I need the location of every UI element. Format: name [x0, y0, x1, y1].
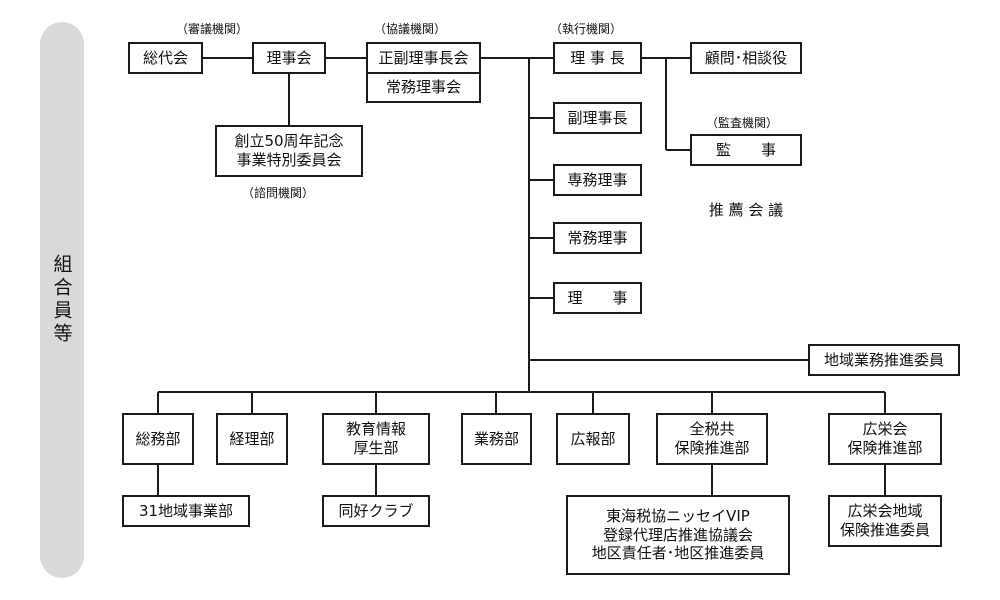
note-audit: （監査機関） [706, 116, 779, 130]
tokai-agency-council-box: 東海税協ニッセイVIP 登録代理店推進協議会 地区責任者･地区推進委員 [566, 495, 790, 575]
note-consultative: （協議機関） [374, 22, 447, 36]
auditor-box: 監 事 [690, 134, 802, 166]
note-executive: （執行機関） [550, 22, 623, 36]
koeikai-insurance-dept-box: 広栄会 保険推進部 [828, 413, 942, 465]
general-representatives-box: 総代会 [128, 42, 203, 74]
members-label: 組合員等 [50, 254, 73, 346]
education-welfare-dept-box: 教育情報 厚生部 [322, 413, 430, 465]
operations-dept-box: 業務部 [461, 413, 532, 465]
regional-offices-box: 31地域事業部 [122, 495, 250, 527]
executive-board-meeting-box: 常務理事会 [366, 72, 481, 103]
chair-vice-chair-meeting-box: 正副理事長会 [366, 42, 481, 74]
chairman-box: 理 事 長 [553, 42, 642, 74]
public-relations-dept-box: 広報部 [556, 413, 630, 465]
anniversary-committee-box: 創立50周年記念 事業特別委員会 [215, 125, 363, 177]
nomination-meeting-label: 推 薦 会 議 [690, 194, 802, 226]
note-advisory: （諮問機関） [242, 186, 315, 200]
regional-promotion-committee-box: 地域業務推進委員 [808, 344, 960, 376]
hobby-club-box: 同好クラブ [322, 495, 430, 527]
vice-chairman-box: 副理事長 [553, 102, 642, 134]
board-of-directors-box: 理事会 [252, 42, 326, 74]
koeikai-regional-promoter-box: 広栄会地域 保険推進委員 [828, 495, 942, 547]
members-sidebar: 組合員等 [40, 22, 84, 578]
accounting-dept-box: 経理部 [216, 413, 288, 465]
general-affairs-dept-box: 総務部 [122, 413, 194, 465]
senior-managing-director-box: 専務理事 [553, 164, 642, 196]
zenzeikyo-insurance-dept-box: 全税共 保険推進部 [656, 413, 768, 465]
managing-director-box: 常務理事 [553, 222, 642, 254]
note-deliberative: （審議機関） [176, 22, 249, 36]
director-box: 理 事 [553, 282, 642, 314]
advisor-counselor-box: 顧問･相談役 [690, 42, 802, 74]
